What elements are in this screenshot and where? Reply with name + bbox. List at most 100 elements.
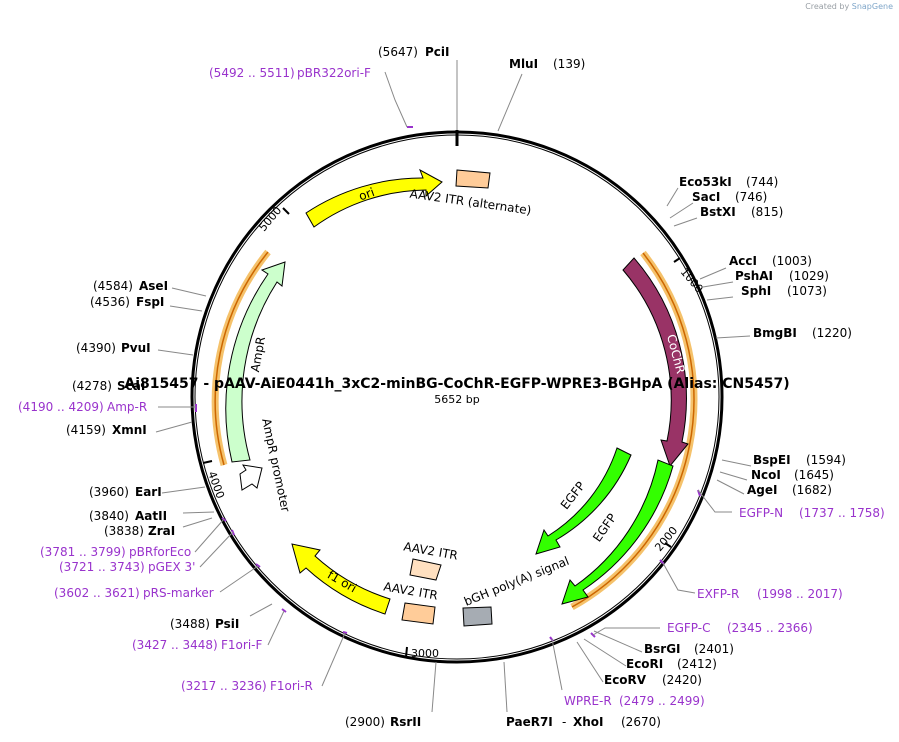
site-name-ncoi[interactable]: NcoI — [751, 468, 781, 482]
highlight-arcs — [211, 249, 698, 611]
plasmid-length: 5652 bp — [434, 393, 479, 406]
site-pos-mlui: (139) — [553, 57, 585, 71]
site-name-scai[interactable]: ScaI — [117, 379, 145, 393]
site-pos-rsrii: (2900) — [345, 715, 385, 729]
primer-name-amp-r[interactable]: Amp-R — [107, 400, 147, 414]
feature-f1-ori[interactable]: f1 ori — [291, 543, 391, 615]
plasmid-title: Ai815457 - pAAV-AiE0441h_3xC2-minBG-CoCh… — [124, 376, 789, 392]
site-name-bsrgi[interactable]: BsrGI — [644, 642, 681, 656]
primer-range-prs-marker: (3602 .. 3621) — [54, 586, 140, 600]
site-pos-eco53ki: (744) — [746, 175, 778, 189]
site-pos-aatii: (3840) — [89, 509, 129, 523]
site-pos-fspi: (4536) — [90, 295, 130, 309]
site-name-ecorv[interactable]: EcoRV — [604, 673, 647, 687]
primer-name-pbr322ori-f[interactable]: pBR322ori-F — [297, 66, 371, 80]
site-pos-zrai: (3838) — [104, 524, 144, 538]
feature-label-bgh-polya: bGH poly(A) signal — [462, 554, 571, 609]
site-name-rsrii[interactable]: RsrII — [390, 715, 421, 729]
primer-range-egfp-c: (2345 .. 2366) — [727, 621, 813, 635]
site-name-pcii[interactable]: PciI — [425, 45, 450, 59]
feature-label-ori: ori — [357, 185, 376, 203]
tick-3000: 3000 — [411, 647, 439, 660]
site-pos-pvui: (4390) — [76, 341, 116, 355]
primer-name-egfp-c[interactable]: EGFP-C — [667, 621, 710, 635]
site-pos-pshai: (1029) — [789, 269, 829, 283]
site-name-bmgbi[interactable]: BmgBI — [753, 326, 797, 340]
primer-name-egfp-n[interactable]: EGFP-N — [739, 506, 783, 520]
credit-brand: SnapGene — [851, 2, 893, 11]
feature-cochr[interactable]: CoChR — [622, 257, 689, 468]
site-name-sphi[interactable]: SphI — [741, 284, 771, 298]
site-name-pshai[interactable]: PshAI — [735, 269, 773, 283]
feature-aav2-itr-b[interactable]: AAV2 ITR — [382, 579, 439, 625]
primer-range-pbrforeco: (3781 .. 3799) — [40, 545, 126, 559]
feature-aav2-itr-a[interactable]: AAV2 ITR — [402, 539, 459, 581]
feature-label-aav2-itr-a: AAV2 ITR — [402, 539, 458, 562]
primer-name-pbrforeco[interactable]: pBRforEco — [129, 545, 191, 559]
site-pos-scai: (4278) — [72, 379, 112, 393]
primer-range-wpre-r: (2479 .. 2499) — [619, 694, 705, 708]
site-name-saci[interactable]: SacI — [692, 190, 720, 204]
primer-name-f1ori-r[interactable]: F1ori-R — [270, 679, 313, 693]
enzyme-labels: (5647) PciI MluI (139) Eco53kI (744) Sac… — [66, 45, 852, 729]
feature-ori[interactable]: ori — [305, 168, 443, 228]
site-name-xmni[interactable]: XmnI — [112, 423, 147, 437]
feature-label-ampr: AmpR — [248, 335, 268, 373]
site-pos-sphi: (1073) — [787, 284, 827, 298]
feature-label-ampr-promoter: AmpR promoter — [259, 417, 293, 513]
site-pos-ecori: (2412) — [677, 657, 717, 671]
site-pos-asei: (4584) — [93, 279, 133, 293]
site-name-agei[interactable]: AgeI — [747, 483, 777, 497]
feature-egfp-inner[interactable]: EGFP — [535, 447, 632, 555]
site-name-mlui[interactable]: MluI — [509, 57, 538, 71]
credit-prefix: Created by — [805, 2, 850, 11]
primer-range-f1ori-f: (3427 .. 3448) — [132, 638, 218, 652]
site-pos-agei: (1682) — [792, 483, 832, 497]
primer-range-pbr322ori-f: (5492 .. 5511) — [209, 66, 295, 80]
primer-range-amp-r: (4190 .. 4209) — [18, 400, 104, 414]
site-name-pvui[interactable]: PvuI — [121, 341, 151, 355]
site-name-zrai[interactable]: ZraI — [148, 524, 175, 538]
site-name-xhoi[interactable]: XhoI — [573, 715, 604, 729]
primer-labels: (5492 .. 5511) pBR322ori-F EGFP-N (1737 … — [18, 66, 885, 708]
feature-label-aav2-itr-b: AAV2 ITR — [382, 579, 438, 602]
site-name-fspi[interactable]: FspI — [136, 295, 164, 309]
site-pos-pcii: (5647) — [378, 45, 418, 59]
primer-name-prs-marker[interactable]: pRS-marker — [143, 586, 214, 600]
site-name-bstxi[interactable]: BstXI — [700, 205, 736, 219]
leader-lines — [155, 60, 752, 713]
site-pos-paer7i: (2670) — [621, 715, 661, 729]
site-name-psii[interactable]: PsiI — [215, 617, 239, 631]
feature-ampr-promoter[interactable]: AmpR promoter — [239, 417, 293, 513]
feature-bgh-polya[interactable]: bGH poly(A) signal — [462, 554, 571, 627]
site-pos-ecorv: (2420) — [662, 673, 702, 687]
primer-range-f1ori-r: (3217 .. 3236) — [181, 679, 267, 693]
site-pos-xmni: (4159) — [66, 423, 106, 437]
primer-name-f1ori-f[interactable]: F1ori-F — [221, 638, 262, 652]
site-name-asei[interactable]: AseI — [139, 279, 168, 293]
site-pos-bspei: (1594) — [806, 453, 846, 467]
site-pos-eari: (3960) — [89, 485, 129, 499]
site-name-acci[interactable]: AccI — [729, 254, 757, 268]
site-pos-psii: (3488) — [170, 617, 210, 631]
primer-name-pgex-3[interactable]: pGEX 3' — [148, 560, 195, 574]
feature-ampr[interactable]: AmpR — [225, 261, 286, 463]
site-name-paer7i[interactable]: PaeR7I — [506, 715, 553, 729]
site-pos-acci: (1003) — [772, 254, 812, 268]
site-pos-bstxi: (815) — [751, 205, 783, 219]
site-name-aatii[interactable]: AatII — [135, 509, 167, 523]
site-pos-bsrgi: (2401) — [694, 642, 734, 656]
site-name-ecori[interactable]: EcoRI — [626, 657, 663, 671]
primer-range-egfp-n: (1737 .. 1758) — [799, 506, 885, 520]
primer-range-exfp-r: (1998 .. 2017) — [757, 587, 843, 601]
primer-name-exfp-r[interactable]: EXFP-R — [697, 587, 739, 601]
site-pos-ncoi: (1645) — [794, 468, 834, 482]
feature-label-egfp-outer: EGFP — [590, 511, 619, 544]
site-name-eco53ki[interactable]: Eco53kI — [679, 175, 732, 189]
site-name-eari[interactable]: EarI — [135, 485, 162, 499]
primer-marks — [195, 126, 701, 642]
primer-name-wpre-r[interactable]: WPRE-R — [564, 694, 612, 708]
svg-text:-: - — [562, 715, 566, 729]
site-name-bspei[interactable]: BspEI — [753, 453, 791, 467]
